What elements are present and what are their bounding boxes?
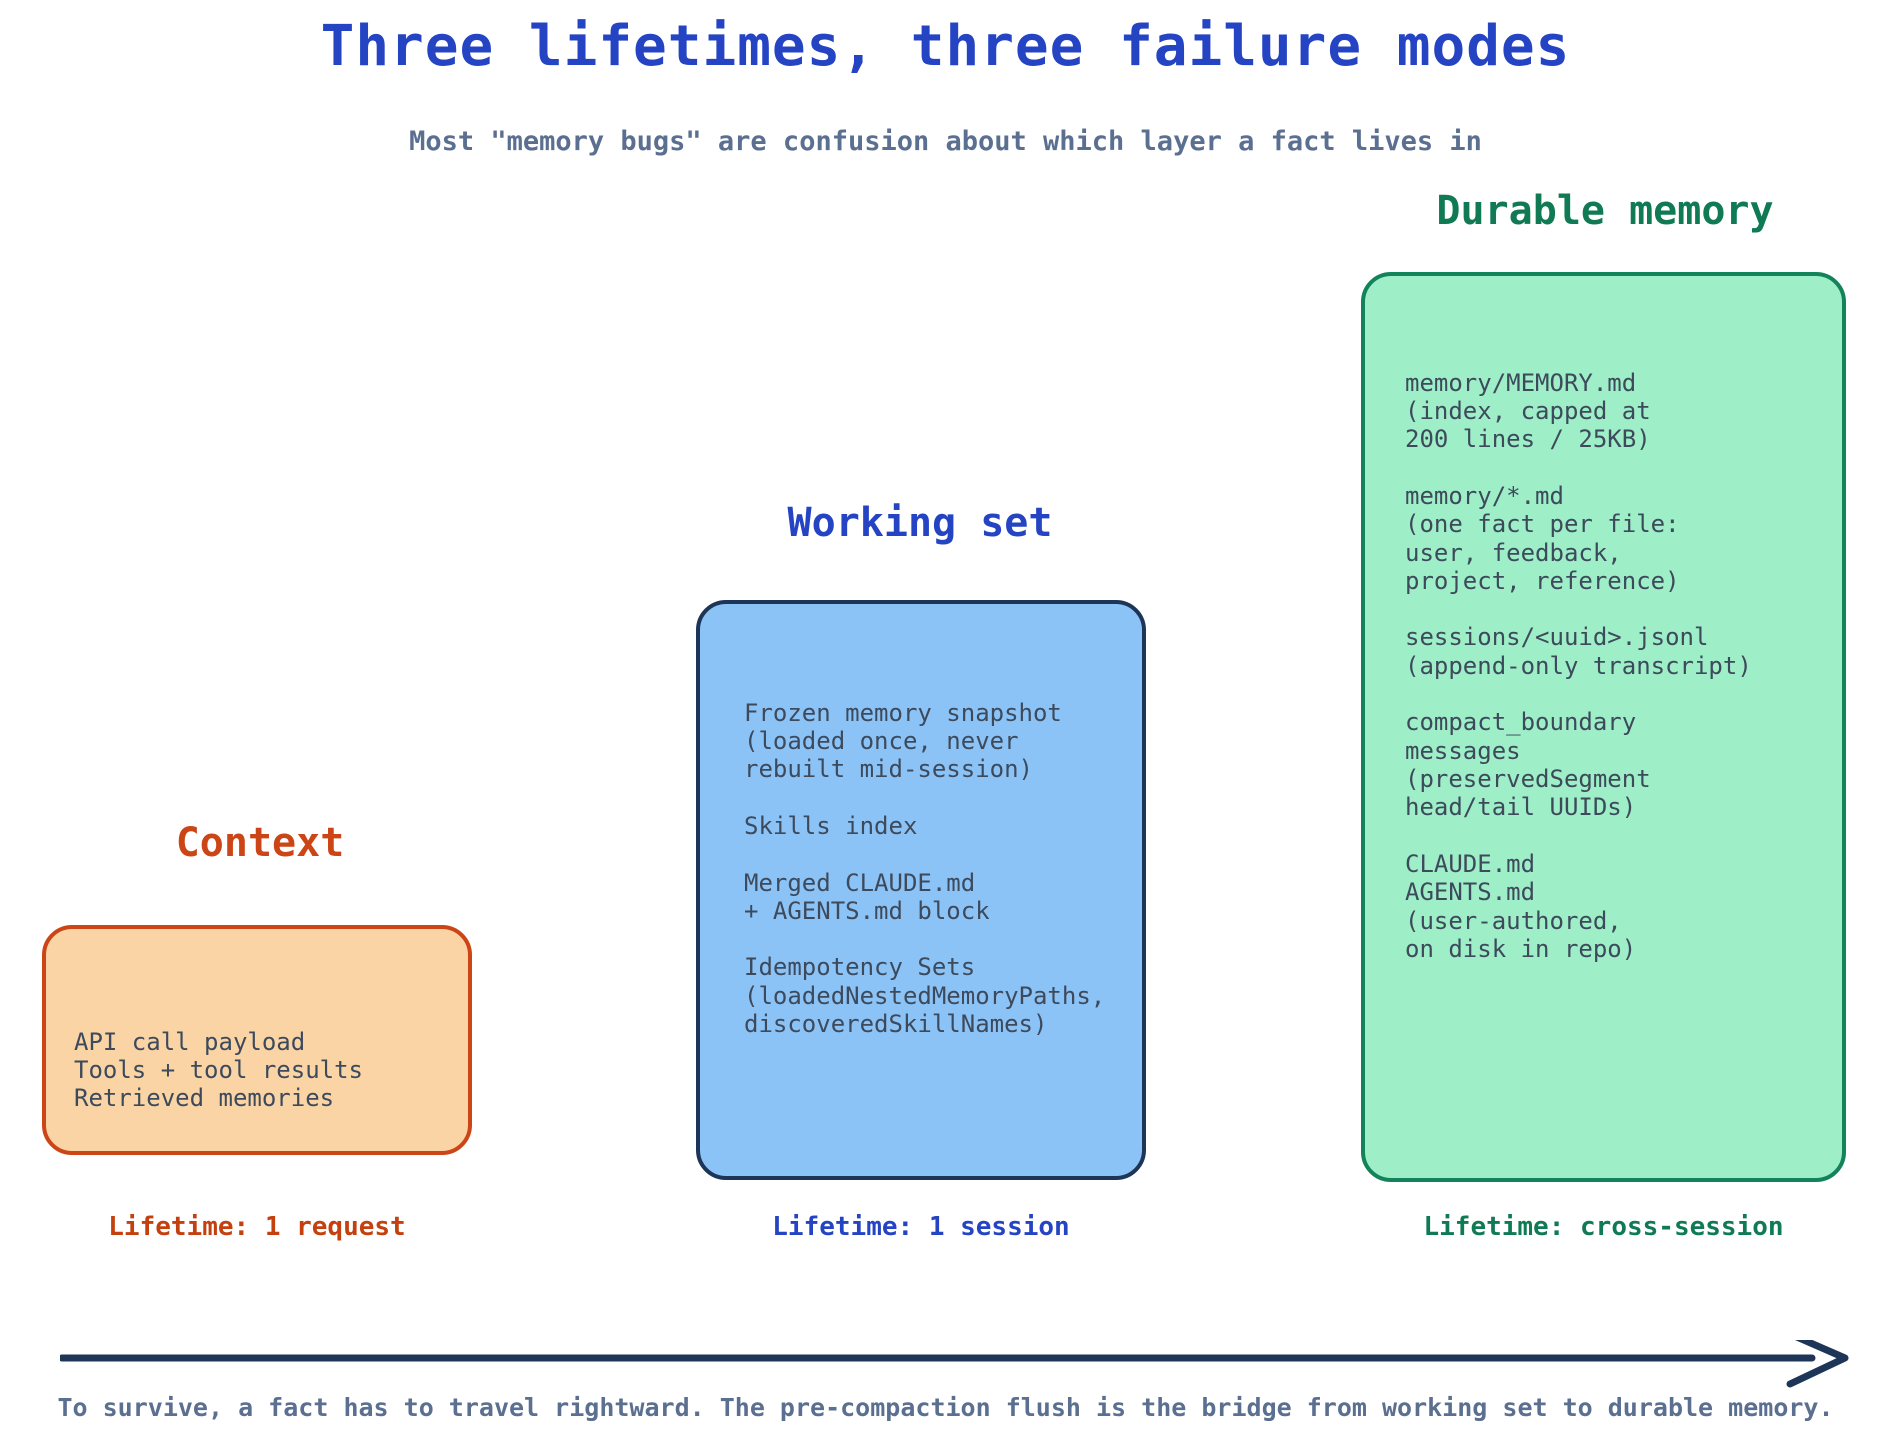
layer-box-durable-memory-body: memory/MEMORY.md (index, capped at 200 l… [1405, 368, 1752, 963]
lifetime-label-durable-memory: Lifetime: cross-session [1423, 1212, 1784, 1242]
column-heading-durable-memory: Durable memory [1436, 188, 1774, 234]
layer-box-durable-memory: memory/MEMORY.md (index, capped at 200 l… [1361, 272, 1846, 1182]
footer-caption: To survive, a fact has to travel rightwa… [57, 1393, 1834, 1422]
page-subtitle: Most "memory bugs" are confusion about w… [409, 126, 1482, 157]
layer-box-working-set-body: Frozen memory snapshot (loaded once, nev… [744, 698, 1106, 1039]
lifetime-label-working-set: Lifetime: 1 session [772, 1212, 1070, 1242]
rightward-arrow-icon [60, 1340, 1849, 1388]
column-heading-working-set: Working set [787, 500, 1053, 546]
layer-box-context: API call payload Tools + tool results Re… [42, 925, 472, 1155]
column-heading-context: Context [175, 820, 345, 866]
lifetime-label-context: Lifetime: 1 request [108, 1212, 406, 1242]
layer-box-working-set: Frozen memory snapshot (loaded once, nev… [696, 600, 1146, 1180]
page-title: Three lifetimes, three failure modes [320, 14, 1571, 79]
layer-box-context-body: API call payload Tools + tool results Re… [74, 1027, 363, 1113]
